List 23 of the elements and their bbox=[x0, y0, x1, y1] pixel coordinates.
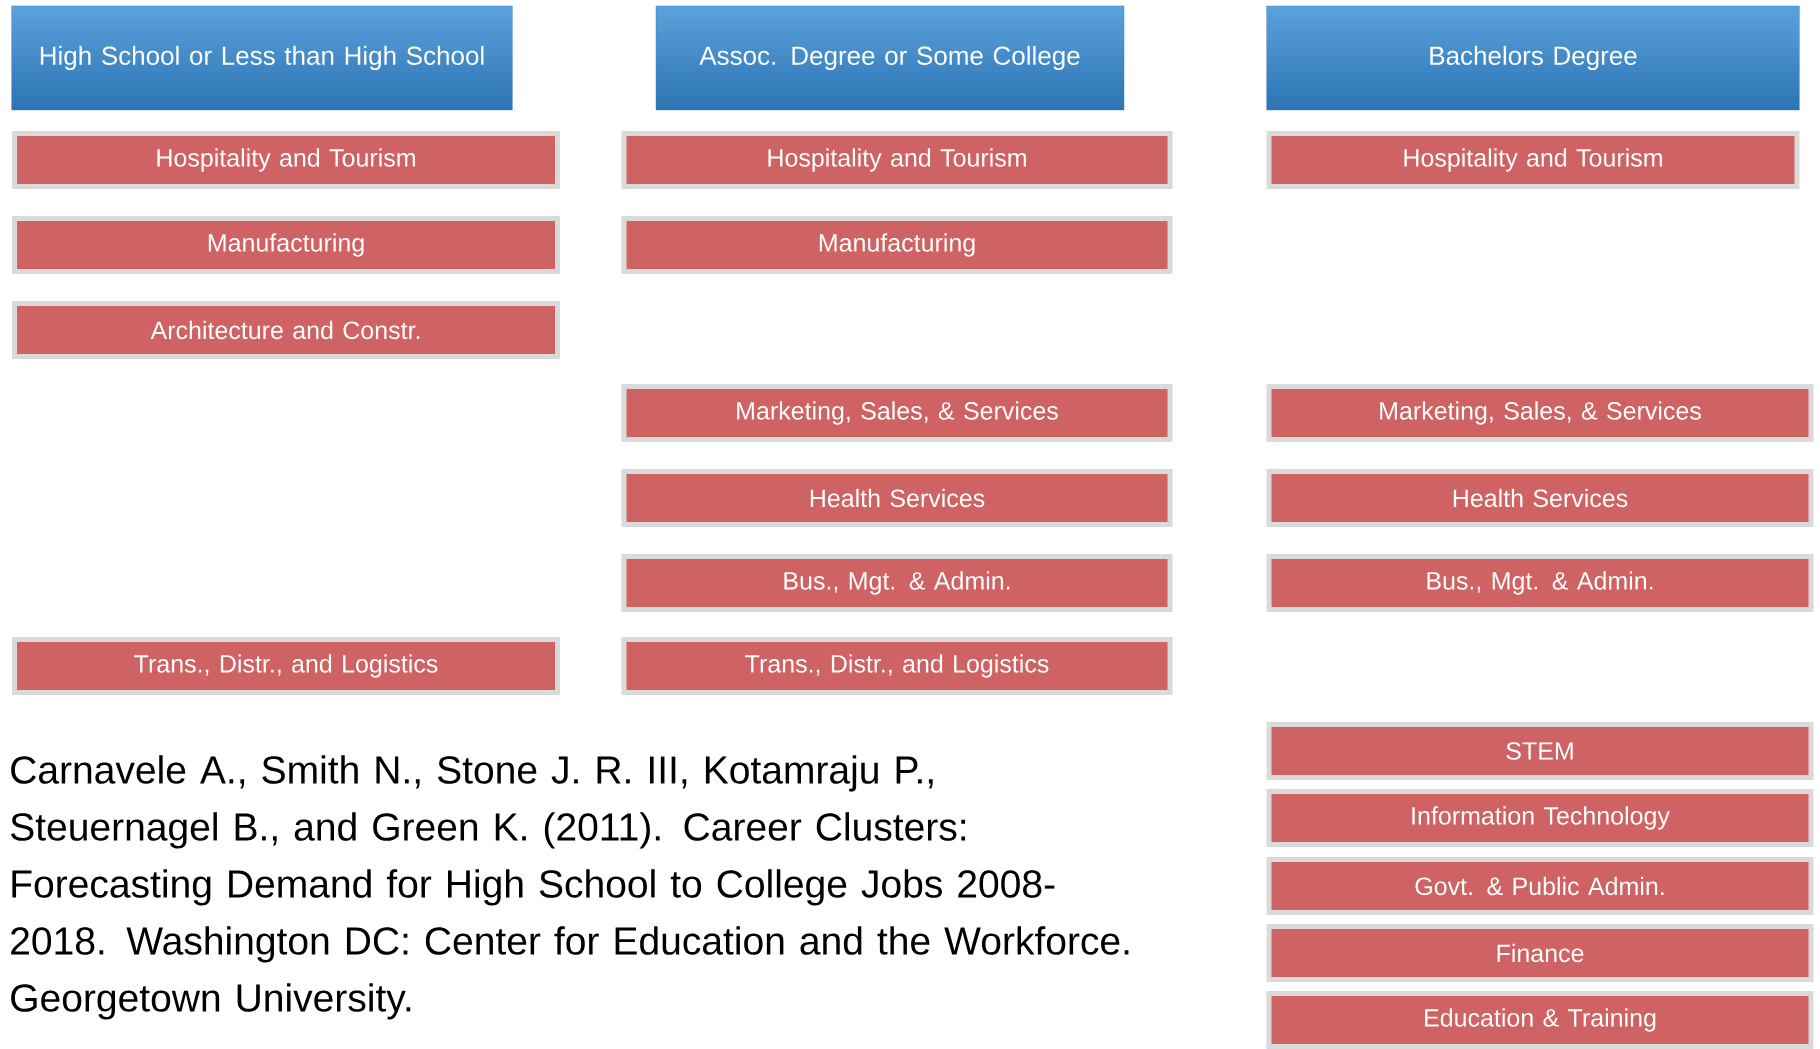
cluster-box: STEM bbox=[1266, 722, 1814, 780]
column-header: Assoc. Degree or Some College bbox=[655, 5, 1125, 111]
cluster-box: Education & Training bbox=[1266, 991, 1814, 1049]
cluster-box: Bus., Mgt. & Admin. bbox=[621, 554, 1173, 612]
caption: Carnavele A., Smith N., Stone J. R. III, Kotamraju P., Steuernagel B., and Green K. (2011). Career Clusters: Forecasting Demand for High School to College Jobs 2008-2018. Washington DC: Center for Education and the Workforce. Georgetown University. bbox=[11, 755, 1129, 1020]
cluster-box: Information Technology bbox=[1266, 789, 1814, 847]
column-header: High School or Less than High School bbox=[11, 5, 513, 111]
cluster-box: Marketing, Sales, & Services bbox=[621, 384, 1173, 442]
cluster-box: Marketing, Sales, & Services bbox=[1266, 384, 1814, 442]
cluster-box: Manufacturing bbox=[12, 216, 560, 274]
cluster-box: Trans., Distr., and Logistics bbox=[621, 637, 1173, 695]
cluster-box: Bus., Mgt. & Admin. bbox=[1266, 554, 1814, 612]
cluster-box: Hospitality and Tourism bbox=[1266, 131, 1800, 189]
cluster-box: Health Services bbox=[621, 469, 1173, 527]
cluster-box: Trans., Distr., and Logistics bbox=[12, 637, 560, 695]
column-header: Bachelors Degree bbox=[1266, 5, 1800, 111]
cluster-box: Hospitality and Tourism bbox=[12, 131, 560, 189]
cluster-box: Architecture and Constr. bbox=[12, 301, 560, 359]
cluster-box: Manufacturing bbox=[621, 216, 1173, 274]
cluster-box: Health Services bbox=[1266, 469, 1814, 527]
cluster-box: Govt. & Public Admin. bbox=[1266, 857, 1814, 915]
cluster-box: Hospitality and Tourism bbox=[621, 131, 1173, 189]
cluster-box: Finance bbox=[1266, 924, 1814, 982]
